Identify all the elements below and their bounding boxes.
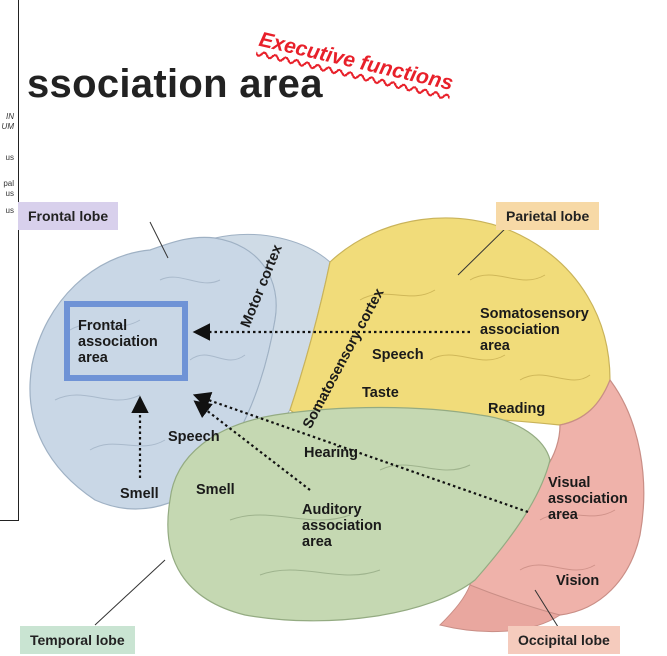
speech-parietal-label: Speech [372,347,424,363]
smell-label-2: Smell [196,482,235,498]
taste-label: Taste [362,385,399,401]
somatosensory-association-label-3: area [480,338,510,354]
occipital-lobe-tag: Occipital lobe [508,626,620,654]
frontal-lobe-tag: Frontal lobe [18,202,118,230]
somatosensory-association-label-2: association [480,322,560,338]
somatosensory-association-label-1: Somatosensory [480,306,589,322]
frontal-association-label-2: association [78,334,158,350]
auditory-association-label-3: area [302,534,332,550]
auditory-association-label-2: association [302,518,382,534]
visual-association-label-1: Visual [548,475,590,491]
auditory-association-label-1: Auditory [302,502,362,518]
page-title: ssociation area [27,62,323,107]
hearing-label: Hearing [304,445,358,461]
parietal-lobe-tag: Parietal lobe [496,202,599,230]
speech-frontal-label: Speech [168,429,220,445]
visual-association-label-2: association [548,491,628,507]
frontal-association-label-1: Frontal [78,318,127,334]
frontal-association-label-3: area [78,350,108,366]
vision-label: Vision [556,573,599,589]
smell-label-1: Smell [120,486,159,502]
temporal-lobe-tag: Temporal lobe [20,626,135,654]
reading-label: Reading [488,401,545,417]
visual-association-label-3: area [548,507,578,523]
